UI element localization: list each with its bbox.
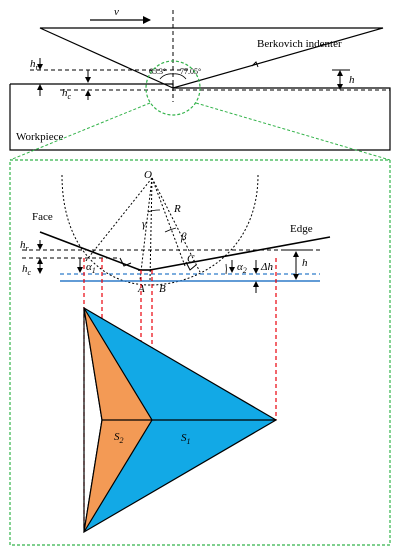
gamma-arc [147,209,161,213]
hr-label-detail: hr [20,239,30,253]
indenter-notch [251,61,259,68]
indenter-label: Berkovich indenter [257,38,342,50]
angle-arc-left [159,73,174,80]
edge-line [149,236,331,271]
beta-label: β [180,231,187,243]
R-label: R [173,203,181,215]
A-label: A [137,283,145,295]
right-angle-right [185,261,197,271]
construction-arc-left [61,174,151,286]
B-label: B [159,283,166,295]
detail-frame [9,159,391,546]
zoom-circle [145,60,201,116]
right-angle-left [119,257,132,267]
hc-label-detail: hc [22,263,32,277]
zoom-line-right [195,102,391,161]
C-label: C [187,253,195,265]
dh-label: Δh [260,261,273,273]
construction-arc-right [149,174,259,286]
face-label: Face [32,211,53,223]
radius-line-5 [151,177,201,273]
top-panel: v Berkovich indenter 65.3° 77.05° Workpi… [9,6,391,151]
indenter-shape [39,27,384,89]
workpiece-label: Workpiece [16,131,63,143]
hc-label-top: hc [62,87,72,101]
detail-panel: O R γ β Face Edge A B C hr hc [9,159,391,546]
radius-line-3 [149,177,153,281]
zoom-line-left [9,102,151,161]
beta-arc [164,227,177,233]
alpha2-label: α2 [237,261,247,275]
angle-arc-right [172,73,187,80]
angle-left-label: 65.3° [149,67,166,76]
workpiece-outline [9,83,391,151]
O-label: O [144,169,152,181]
edge-label: Edge [290,223,313,235]
velocity-label: v [114,6,119,18]
radius-line-2 [139,177,153,281]
angle-right-label: 77.05° [180,67,201,76]
radius-line-4 [151,177,186,267]
h-label-top: h [349,74,355,86]
hr-label-top: hr [30,58,40,72]
S2-label: S2 [114,431,124,445]
radius-line-1 [84,177,153,263]
alpha1-label: α1 [86,261,96,275]
gamma-label: γ [142,218,147,230]
S1-label: S1 [181,432,191,446]
h-label-detail: h [302,257,308,269]
